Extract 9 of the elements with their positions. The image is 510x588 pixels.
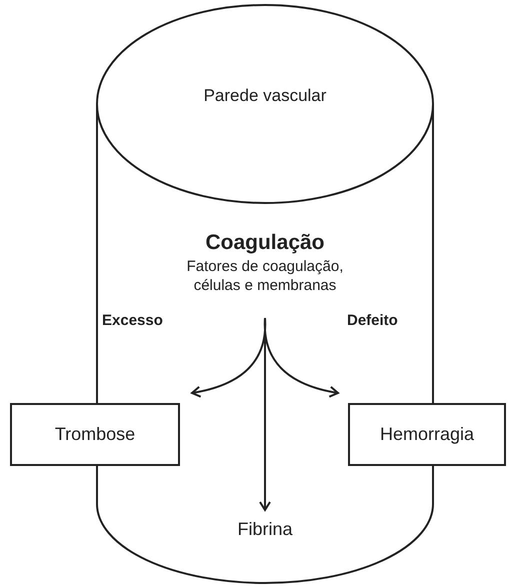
node-label: Hemorragia — [380, 424, 474, 445]
cylinder-label: Parede vascular — [204, 86, 326, 106]
process-box — [348, 403, 506, 466]
node-label: Fibrina — [237, 518, 293, 540]
arrow — [259, 318, 271, 511]
description: Fatores de coagulação, células e membranas — [186, 256, 344, 296]
node-label: Trombose — [54, 424, 136, 445]
process-box — [10, 403, 180, 466]
heading: Coagulação — [205, 230, 325, 254]
